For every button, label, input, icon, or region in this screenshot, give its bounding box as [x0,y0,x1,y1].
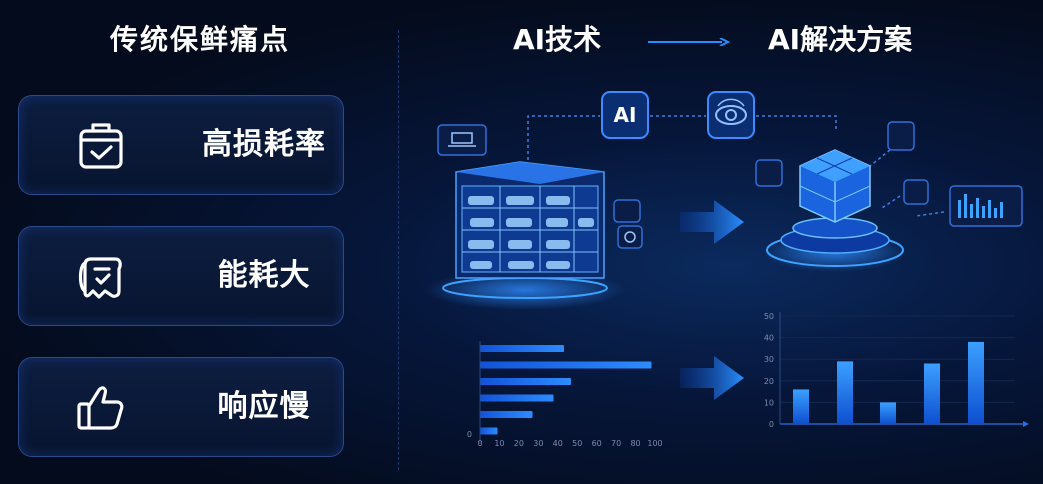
floating-data-icons [755,121,929,205]
clipboard-check-icon [75,120,127,172]
h-tick-label: 10 [494,439,504,448]
v-bar [880,402,896,424]
v-tick-label: 40 [764,334,774,343]
pain-card-high-loss: 高损耗率 [18,95,344,195]
mini-dashboard-icon [949,185,1023,227]
h-tick-label: 60 [592,439,602,448]
h-tick-label: 100 [647,439,662,448]
smart-refrigerator-icon [455,161,605,279]
flow-arrow-icon [648,38,730,46]
pain-card-energy: 能耗大 [18,226,344,326]
v-tick-label: 30 [764,355,774,364]
monitor-small-icon [437,124,487,156]
h-tick-label: 0 [477,439,482,448]
h-bar [480,411,533,418]
v-bar [793,389,809,424]
ai-platform-icon [763,149,907,272]
pain-card-slow-response: 响应慢 [18,357,344,457]
sensor-icons [613,199,643,249]
h-tick-label: 20 [514,439,524,448]
v-bar [924,363,940,424]
pain-label: 高损耗率 [202,127,326,162]
h-tick-label: 30 [533,439,543,448]
h-bar [480,378,571,385]
vertical-bar-chart: 0 10 20 30 40 50 [764,312,1029,429]
pain-points-title: 传统保鲜痛点 [109,23,290,56]
h-tick-label: 70 [611,439,621,448]
h-bar [480,427,498,435]
receipt-icon [75,251,127,303]
v-bar [837,361,853,424]
h-tick-label: 40 [553,439,563,448]
section-divider [398,30,399,470]
v-tick-label: 10 [764,398,774,407]
horizontal-bar-chart: 0 10 20 30 40 50 60 70 80 100 0 [467,341,663,448]
pain-label: 响应慢 [217,389,311,424]
heading-ai-tech: AI技术 [513,23,602,56]
v-tick-label: 20 [764,377,774,386]
h-bar [480,394,554,402]
h-bar [480,345,564,352]
transform-arrow-icon [680,356,744,400]
ai-chip-icon: AI [601,91,649,139]
ai-badge-label: AI [614,103,637,127]
h-bar [480,361,652,369]
h-tick-label: 80 [630,439,640,448]
pain-label: 能耗大 [217,258,311,293]
h-origin-label: 0 [467,430,472,439]
v-axis-arrow-icon [1023,421,1029,427]
dashed-connectors [527,115,945,217]
h-tick-label: 50 [572,439,582,448]
v-bar [968,341,984,424]
thumbs-up-icon [75,382,127,434]
transform-arrow-icon [680,200,744,244]
v-tick-label: 0 [769,420,774,429]
v-tick-label: 50 [764,312,774,321]
heading-ai-solution: AI解决方案 [768,23,913,56]
vision-eye-icon [707,91,755,139]
